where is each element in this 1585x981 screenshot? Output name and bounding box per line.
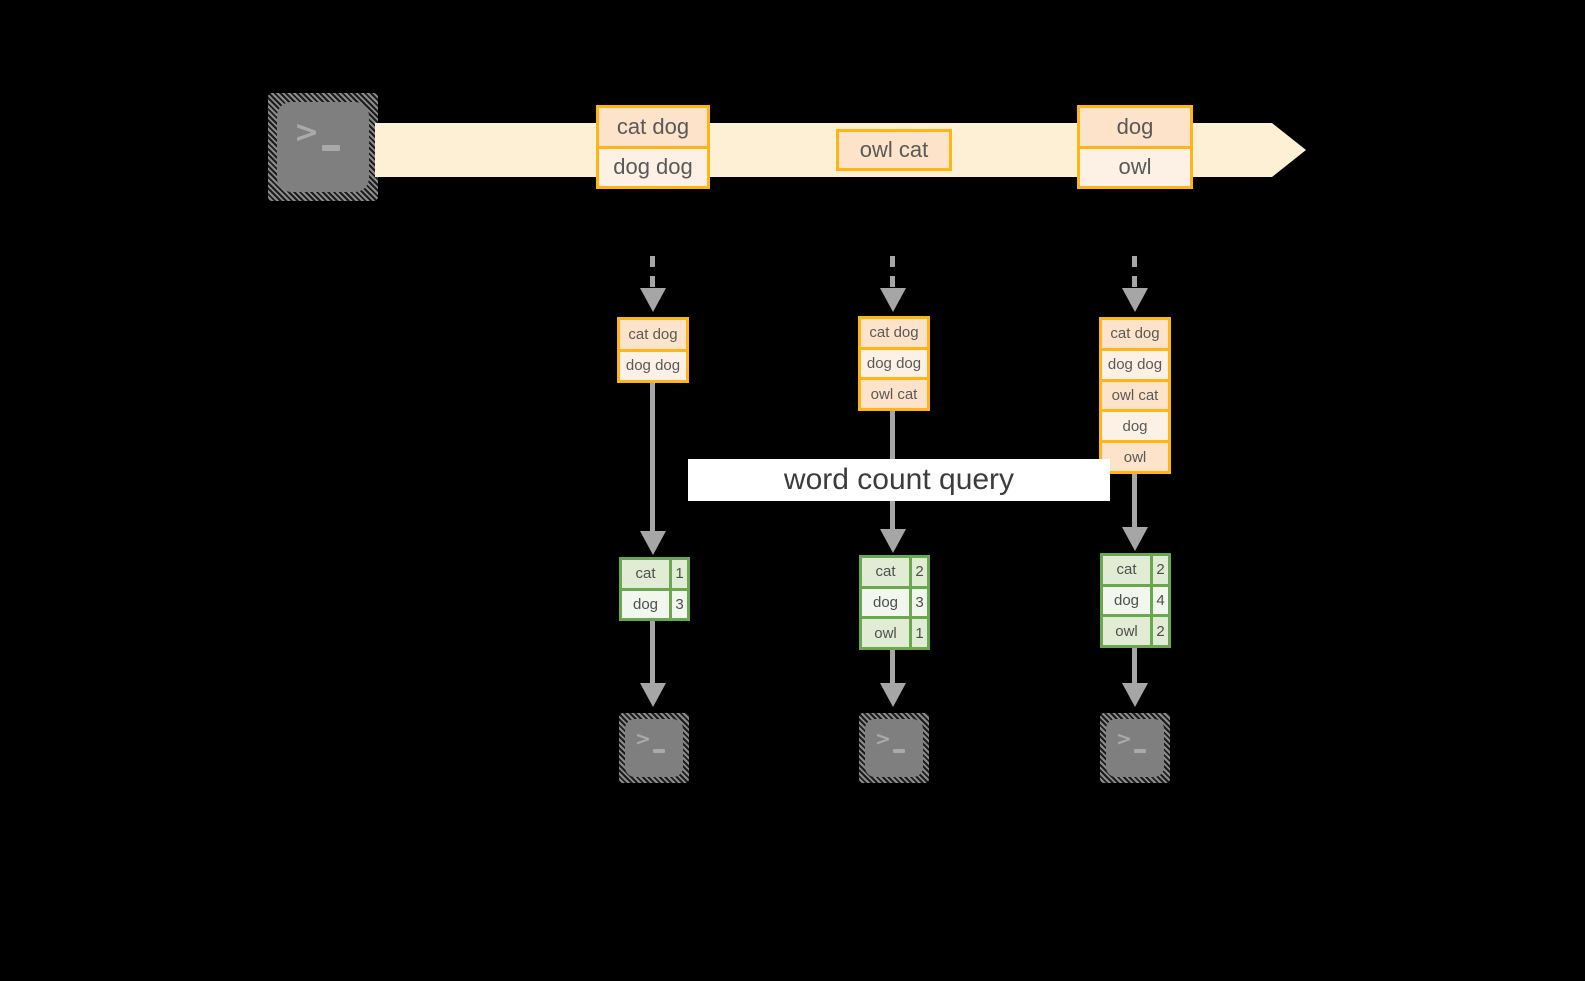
stream-record-group: dog owl xyxy=(1077,105,1193,189)
result-count: 4 xyxy=(1153,586,1168,615)
stream-to-batch-arrowhead xyxy=(1122,288,1148,312)
stream-record-group: cat dog dog dog xyxy=(596,105,710,189)
terminal-cursor-glyph xyxy=(322,145,340,151)
sink-terminal-icon: > xyxy=(619,713,689,783)
stream-to-batch-arrowhead xyxy=(880,288,906,312)
result-count: 1 xyxy=(912,619,927,648)
stream-record: dog dog xyxy=(599,148,707,186)
terminal-body xyxy=(1106,719,1164,777)
batch-record: cat dog xyxy=(861,319,927,347)
terminal-cursor-glyph xyxy=(653,749,665,753)
result-word: owl xyxy=(862,619,909,648)
result-word: dog xyxy=(1103,586,1150,615)
query-label-banner: word count query xyxy=(688,459,1110,501)
terminal-body xyxy=(625,719,683,777)
stream-to-batch-connector xyxy=(890,256,895,288)
result-count: 1 xyxy=(672,560,687,588)
result-word: cat xyxy=(862,558,909,586)
result-count: 3 xyxy=(672,590,687,618)
batch-record: cat dog xyxy=(620,320,686,349)
stream-record: dog xyxy=(1080,108,1190,146)
stream-to-batch-connector xyxy=(650,256,655,288)
stream-record-group: owl cat xyxy=(836,129,952,171)
result-to-sink-arrowhead xyxy=(1122,683,1148,707)
batch-record: owl cat xyxy=(1102,381,1168,410)
result-count: 2 xyxy=(912,558,927,586)
result-row: dog 3 xyxy=(862,588,927,617)
terminal-cursor-glyph xyxy=(1134,749,1146,753)
batch-record: cat dog xyxy=(1102,320,1168,348)
batch-to-result-arrowhead xyxy=(640,531,666,555)
terminal-cursor-glyph xyxy=(893,749,905,753)
result-word: dog xyxy=(622,590,669,618)
result-row: cat 2 xyxy=(1103,556,1168,584)
stream-record: owl cat xyxy=(839,132,949,168)
sink-terminal-icon: > xyxy=(859,713,929,783)
micro-batch-table: cat dog dog dog owl cat dog owl xyxy=(1099,317,1171,474)
terminal-prompt-glyph: > xyxy=(1116,728,1132,750)
batch-to-result-arrowhead xyxy=(1122,527,1148,551)
batch-record: dog dog xyxy=(1102,350,1168,379)
result-count: 2 xyxy=(1153,556,1168,584)
stream-to-batch-arrowhead xyxy=(640,288,666,312)
result-row: cat 2 xyxy=(862,558,927,586)
result-row: owl 1 xyxy=(862,619,927,648)
result-table: cat 2 dog 3 owl 1 xyxy=(859,555,930,650)
sink-terminal-icon: > xyxy=(1100,713,1170,783)
result-table: cat 1 dog 3 xyxy=(619,557,690,621)
batch-to-result-arrowhead xyxy=(880,529,906,553)
batch-record: owl cat xyxy=(861,380,927,409)
stream-record: owl xyxy=(1080,148,1190,186)
result-to-sink-connector xyxy=(650,621,655,683)
result-count: 2 xyxy=(1153,617,1168,646)
stream-record: cat dog xyxy=(599,108,707,146)
query-label-text: word count query xyxy=(783,463,1015,496)
result-row: owl 2 xyxy=(1103,617,1168,646)
terminal-prompt-glyph: > xyxy=(294,115,320,150)
result-word: cat xyxy=(622,560,669,588)
terminal-prompt-glyph: > xyxy=(875,728,891,750)
event-stream-arrowhead xyxy=(1272,123,1306,177)
micro-batch-table: cat dog dog dog owl cat xyxy=(858,316,930,411)
terminal-prompt-glyph: > xyxy=(635,728,651,750)
batch-record: dog dog xyxy=(620,351,686,380)
micro-batch-table: cat dog dog dog xyxy=(617,317,689,383)
source-terminal-icon: > xyxy=(268,93,378,201)
result-row: cat 1 xyxy=(622,560,687,588)
batch-record: owl xyxy=(1102,443,1168,471)
result-row: dog 4 xyxy=(1103,586,1168,615)
result-to-sink-connector xyxy=(890,650,895,683)
result-word: owl xyxy=(1103,617,1150,646)
result-to-sink-arrowhead xyxy=(880,683,906,707)
batch-record: dog dog xyxy=(861,349,927,378)
result-word: cat xyxy=(1103,556,1150,584)
terminal-body xyxy=(865,719,923,777)
result-count: 3 xyxy=(912,588,927,617)
batch-to-result-connector xyxy=(650,383,655,531)
batch-to-result-connector xyxy=(1132,474,1137,527)
result-to-sink-connector xyxy=(1132,648,1137,683)
result-to-sink-arrowhead xyxy=(640,683,666,707)
batch-record: dog xyxy=(1102,412,1168,441)
stream-to-batch-connector xyxy=(1132,256,1137,288)
result-row: dog 3 xyxy=(622,590,687,618)
result-word: dog xyxy=(862,588,909,617)
result-table: cat 2 dog 4 owl 2 xyxy=(1100,553,1171,648)
